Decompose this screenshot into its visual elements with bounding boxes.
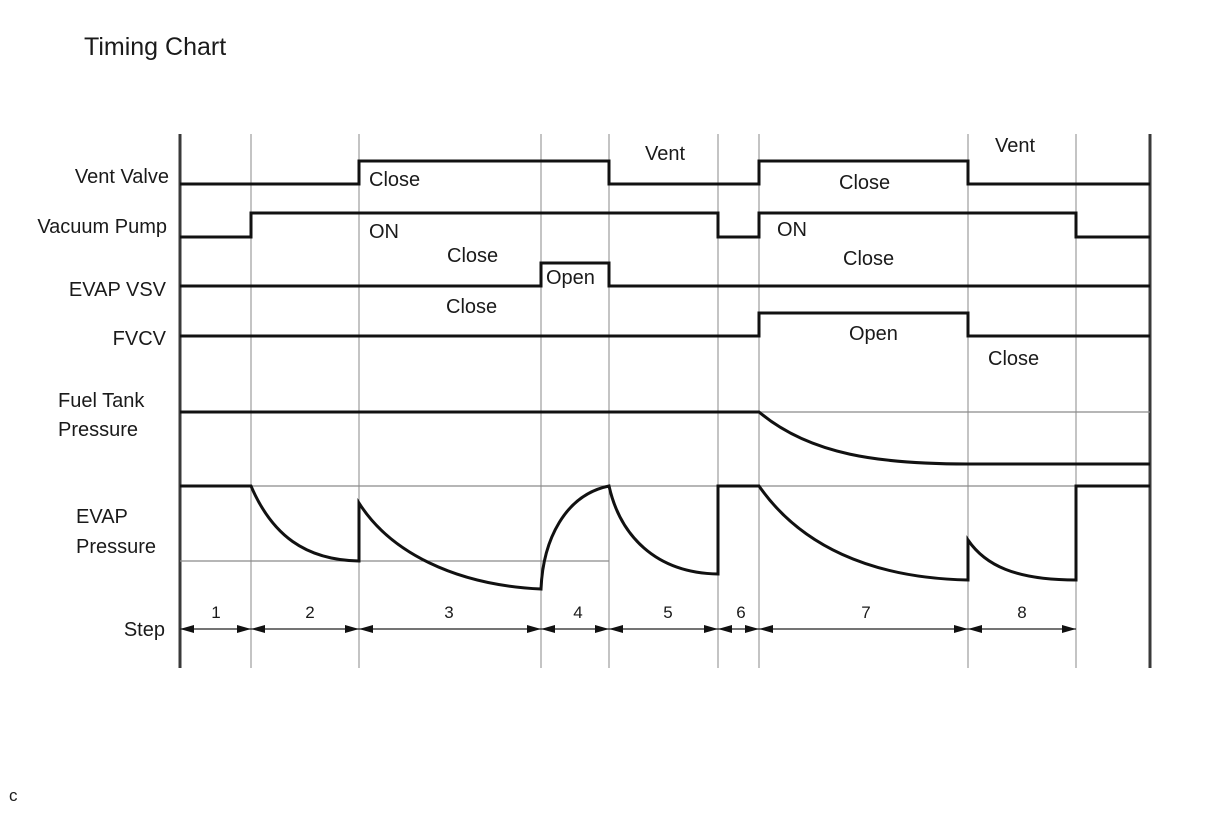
step-arrowhead	[1062, 625, 1076, 633]
vent-valve-state-close: Close	[839, 172, 890, 194]
evap-vsv-state-close: Close	[843, 248, 894, 270]
step-number-2: 2	[305, 603, 314, 622]
step-number-1: 1	[211, 603, 220, 622]
vacuum-pump-state-on: ON	[777, 219, 807, 241]
evap-vsv-label: EVAP VSV	[69, 279, 167, 301]
step-number-6: 6	[736, 603, 745, 622]
fvcv-state-open: Open	[849, 323, 898, 345]
step-arrowhead	[968, 625, 982, 633]
step-arrowhead	[527, 625, 541, 633]
step-number-7: 7	[861, 603, 870, 622]
step-label: Step	[124, 619, 165, 641]
fuel-tank-pressure-label-1: Fuel Tank	[58, 390, 145, 412]
step-arrowhead	[745, 625, 759, 633]
figure-footnote: c	[9, 786, 18, 805]
step-arrowhead	[237, 625, 251, 633]
fvcv-label: FVCV	[113, 328, 167, 350]
chart-title: Timing Chart	[84, 33, 226, 61]
evap-vsv-state-open: Open	[546, 267, 595, 289]
vacuum-pump-state-on: ON	[369, 221, 399, 243]
step-arrowhead	[954, 625, 968, 633]
step-number-8: 8	[1017, 603, 1026, 622]
evap-pressure-label-2: Pressure	[76, 536, 156, 558]
vent-valve-state-close: Close	[369, 169, 420, 191]
step-number-5: 5	[663, 603, 672, 622]
vent-valve-label: Vent Valve	[75, 166, 169, 188]
step-arrowhead	[704, 625, 718, 633]
step-number-3: 3	[444, 603, 453, 622]
fuel-tank-pressure-label-2: Pressure	[58, 419, 138, 441]
step-arrowhead	[595, 625, 609, 633]
step-arrows	[180, 625, 1076, 633]
fvcv-waveform	[180, 311, 1150, 338]
evap-vsv-waveform	[180, 261, 1150, 288]
step-arrowhead	[759, 625, 773, 633]
vent-valve-state-vent: Vent	[995, 135, 1035, 157]
step-arrowhead	[345, 625, 359, 633]
step-arrowhead	[251, 625, 265, 633]
vacuum-pump-label: Vacuum Pump	[37, 216, 167, 238]
fuel-tank-pressure-curve	[180, 410, 1150, 466]
fvcv-state-close: Close	[446, 296, 497, 318]
signal-labels: Vent Valve Vacuum Pump EVAP VSV FVCV Fue…	[37, 166, 169, 641]
step-arrowhead	[180, 625, 194, 633]
step-arrowhead	[718, 625, 732, 633]
step-arrowhead	[359, 625, 373, 633]
evap-vsv-state-close: Close	[447, 245, 498, 267]
evap-pressure-label-1: EVAP	[76, 506, 128, 528]
step-number-4: 4	[573, 603, 582, 622]
vent-valve-waveform	[180, 159, 1150, 186]
vent-valve-state-vent: Vent	[645, 143, 685, 165]
fvcv-state-close: Close	[988, 348, 1039, 370]
vacuum-pump-waveform	[180, 211, 1150, 239]
step-arrowhead	[609, 625, 623, 633]
step-arrowhead	[541, 625, 555, 633]
evap-pressure-curve	[180, 484, 1150, 591]
